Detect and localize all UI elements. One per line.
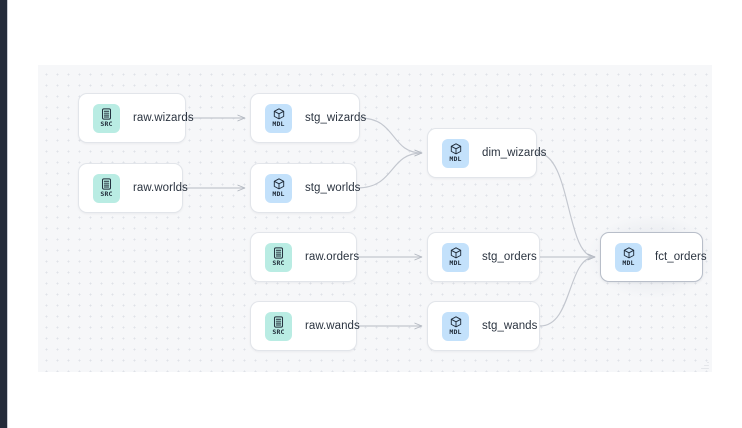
lineage-node-fct_orders[interactable]: MDL fct_orders xyxy=(600,232,707,282)
lineage-edge-stg_worlds-to-dim_wizards xyxy=(356,153,422,189)
database-icon xyxy=(101,178,112,190)
source-type-badge: SRC xyxy=(93,103,120,133)
node-label: raw.wizards xyxy=(133,112,194,124)
type-badge-label: MDL xyxy=(622,259,635,267)
model-type-badge: MDL xyxy=(615,242,642,272)
lineage-edge-stg_wands-to-fct_orders xyxy=(539,257,595,327)
node-label: fct_orders xyxy=(655,251,707,263)
cube-icon xyxy=(450,316,462,328)
type-badge-label: SRC xyxy=(272,259,285,267)
type-badge-label: MDL xyxy=(449,259,462,267)
lineage-node-raw_wizards[interactable]: SRC raw.wizards xyxy=(78,93,194,143)
cube-icon xyxy=(273,108,285,120)
sidebar-divider xyxy=(7,0,8,428)
type-badge-label: MDL xyxy=(449,328,462,336)
resize-handle-icon[interactable] xyxy=(701,361,709,369)
model-type-badge: MDL xyxy=(265,173,292,203)
type-badge-label: SRC xyxy=(272,328,285,336)
lineage-node-stg_orders[interactable]: MDL stg_orders xyxy=(427,232,540,282)
type-badge-label: SRC xyxy=(100,190,113,198)
database-icon xyxy=(273,247,284,259)
cube-icon xyxy=(450,247,462,259)
type-badge-label: SRC xyxy=(100,120,113,128)
lineage-node-raw_wands[interactable]: SRC raw.wands xyxy=(250,301,360,351)
node-label: dim_wizards xyxy=(482,147,547,159)
lineage-node-raw_worlds[interactable]: SRC raw.worlds xyxy=(78,163,188,213)
type-badge-label: MDL xyxy=(272,120,285,128)
node-label: stg_wands xyxy=(482,320,538,332)
model-type-badge: MDL xyxy=(442,242,469,272)
source-type-badge: SRC xyxy=(265,311,292,341)
cube-icon xyxy=(450,143,462,155)
node-label: raw.wands xyxy=(305,320,360,332)
cube-icon xyxy=(273,178,285,190)
source-type-badge: SRC xyxy=(93,173,120,203)
model-type-badge: MDL xyxy=(265,103,292,133)
app-sidebar-rail[interactable] xyxy=(0,0,7,428)
node-label: stg_wizards xyxy=(305,112,367,124)
database-icon xyxy=(273,316,284,328)
type-badge-label: MDL xyxy=(272,190,285,198)
source-type-badge: SRC xyxy=(265,242,292,272)
lineage-edge-dim_wizards-to-fct_orders xyxy=(536,152,595,257)
node-label: raw.worlds xyxy=(133,182,188,194)
database-icon xyxy=(101,108,112,120)
cube-icon xyxy=(623,247,635,259)
type-badge-label: MDL xyxy=(449,155,462,163)
lineage-edge-stg_wizards-to-dim_wizards xyxy=(359,117,422,153)
lineage-node-dim_wizards[interactable]: MDL dim_wizards xyxy=(427,128,546,178)
lineage-node-stg_worlds[interactable]: MDL stg_worlds xyxy=(250,163,361,213)
lineage-node-stg_wizards[interactable]: MDL stg_wizards xyxy=(250,93,366,143)
lineage-node-stg_wands[interactable]: MDL stg_wands xyxy=(427,301,540,351)
node-label: raw.orders xyxy=(305,251,360,263)
node-label: stg_worlds xyxy=(305,182,361,194)
node-label: stg_orders xyxy=(482,251,537,263)
lineage-node-raw_orders[interactable]: SRC raw.orders xyxy=(250,232,360,282)
model-type-badge: MDL xyxy=(442,138,469,168)
model-type-badge: MDL xyxy=(442,311,469,341)
